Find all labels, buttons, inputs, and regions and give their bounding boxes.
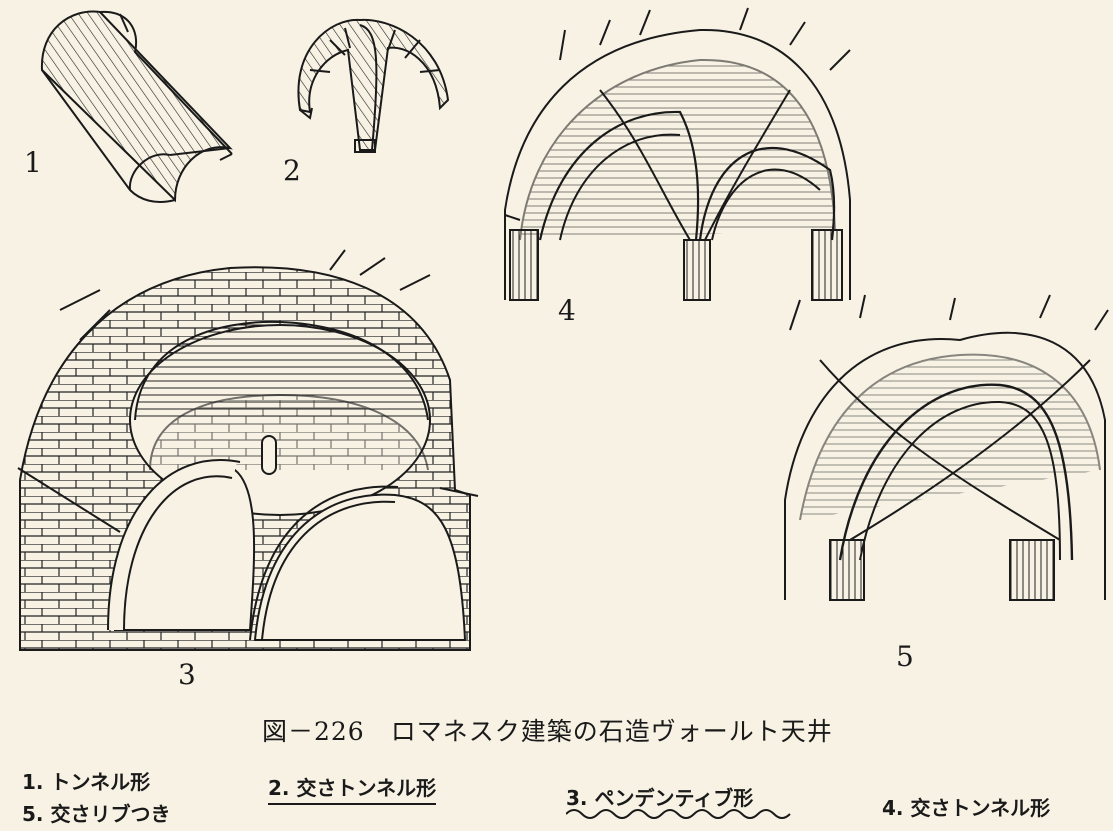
legend-item-2: 2. 交さトンネル形 [268,772,437,805]
legend-item-3: 3. ペンデンティブ形 [566,782,791,819]
pendentive-dome-drawing [17,249,479,651]
legend-item-4: 4. 交さトンネル形 [882,796,1051,820]
figure-number-1: 1 [24,146,42,179]
wavy-underline [566,809,791,819]
figure-number-3: 3 [178,658,196,691]
ribbed-vault-drawing [784,294,1109,601]
cross-tunnel-vault-drawing [504,7,851,301]
figure-number-4: 4 [558,294,576,327]
legend-item-3-label: 3. ペンデンティブ形 [566,786,754,810]
figure-number-5: 5 [896,640,914,673]
barrel-vault-drawing [40,10,233,203]
legend-item-1: 1. トンネル形 [22,770,151,794]
groin-vault-drawing [297,18,450,153]
figure-caption: 図－226 ロマネスク建築の石造ヴォールト天井 [262,717,833,746]
legend-item-5: 5. 交さリブつき [22,802,171,826]
figure-number-2: 2 [283,154,301,187]
